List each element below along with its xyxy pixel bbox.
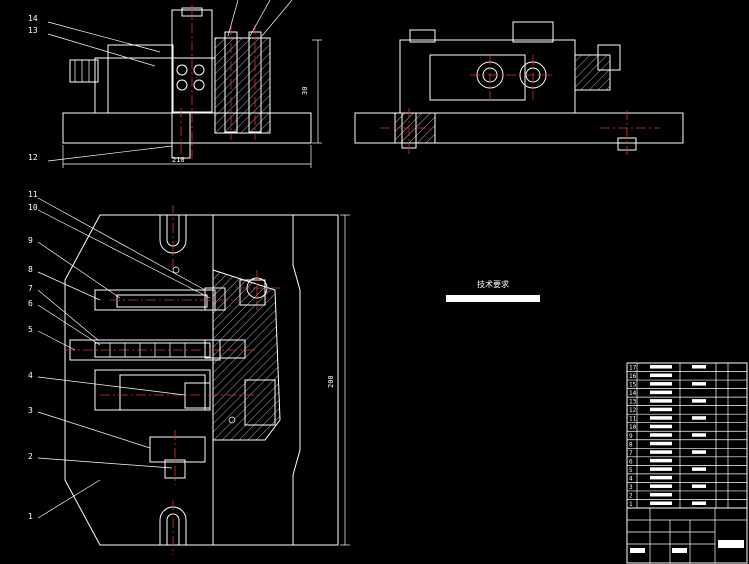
table-row-material-block bbox=[692, 433, 706, 437]
plan-dim-height: 200 bbox=[327, 375, 335, 388]
table-row-number: 15 bbox=[629, 382, 637, 389]
front-dim-width: 210 bbox=[172, 156, 185, 164]
table-row-number: 1 bbox=[629, 501, 633, 508]
plan-label-3: 3 bbox=[28, 406, 33, 415]
table-row-name-block bbox=[650, 492, 672, 497]
table-row-number: 4 bbox=[629, 475, 633, 482]
table-row-material-block bbox=[692, 484, 706, 488]
side-view bbox=[354, 21, 684, 155]
plan-label-5: 5 bbox=[28, 325, 33, 334]
tech-requirements: 技术要求 bbox=[446, 279, 540, 302]
table-row-number: 12 bbox=[629, 407, 637, 414]
table-row-name-block bbox=[650, 424, 672, 429]
plan-label-4: 4 bbox=[28, 371, 33, 380]
plan-label-6: 6 bbox=[28, 299, 33, 308]
table-row-material-block bbox=[692, 467, 706, 471]
table-row-number: 16 bbox=[629, 373, 637, 380]
table-row-material-block bbox=[692, 450, 706, 454]
table-row-name-block bbox=[650, 475, 672, 480]
tech-requirements-title: 技术要求 bbox=[477, 279, 509, 289]
table-row-name-block bbox=[650, 467, 672, 471]
plan-label-2: 2 bbox=[28, 452, 33, 461]
table-row-name-block bbox=[650, 441, 672, 446]
plan-label-10: 10 bbox=[28, 203, 38, 212]
front-label-14: 14 bbox=[28, 14, 38, 23]
table-row-number: 7 bbox=[629, 450, 633, 457]
table-row-number: 13 bbox=[629, 399, 637, 406]
plan-label-9: 9 bbox=[28, 236, 33, 245]
front-label-13: 13 bbox=[28, 26, 38, 35]
plan-view: 11 10 9 8 7 6 5 4 3 2 1 200 bbox=[28, 190, 350, 555]
table-row-name-block bbox=[650, 484, 672, 488]
table-row-number: 14 bbox=[629, 390, 637, 397]
table-row-material-block bbox=[692, 501, 706, 505]
table-row-number: 3 bbox=[629, 484, 633, 491]
table-row-number: 10 bbox=[629, 424, 637, 431]
table-row-number: 2 bbox=[629, 492, 633, 499]
table-row-material-block bbox=[692, 365, 706, 369]
front-label-12: 12 bbox=[28, 153, 38, 162]
table-row-material-block bbox=[692, 399, 706, 403]
table-row-name-block bbox=[650, 433, 672, 437]
table-row-number: 11 bbox=[629, 416, 637, 423]
table-row-number: 9 bbox=[629, 433, 633, 440]
front-dim-height: 30 bbox=[301, 87, 309, 95]
table-row-name-block bbox=[650, 407, 672, 412]
table-row-name-block bbox=[650, 390, 672, 395]
plan-label-11: 11 bbox=[28, 190, 38, 199]
table-row-name-block bbox=[650, 399, 672, 403]
table-row-name-block bbox=[650, 365, 672, 369]
table-row-number: 8 bbox=[629, 441, 633, 448]
table-row-name-block bbox=[650, 416, 672, 420]
table-row-name-block bbox=[650, 450, 672, 454]
table-row-material-block bbox=[692, 382, 706, 386]
plan-label-8: 8 bbox=[28, 265, 33, 274]
table-row-number: 17 bbox=[629, 365, 637, 372]
table-row-name-block bbox=[650, 501, 672, 505]
table-row-name-block bbox=[650, 382, 672, 386]
plan-label-1: 1 bbox=[28, 512, 33, 521]
table-row-name-block bbox=[650, 373, 672, 378]
table-row-material-block bbox=[692, 416, 706, 420]
table-row-name-block bbox=[650, 458, 672, 463]
tech-requirements-text-bar bbox=[446, 295, 540, 302]
plan-label-7: 7 bbox=[28, 284, 33, 293]
front-view: 14 13 12 30 210 bbox=[28, 0, 322, 168]
table-row-number: 5 bbox=[629, 467, 633, 474]
table-row-number: 6 bbox=[629, 458, 633, 465]
